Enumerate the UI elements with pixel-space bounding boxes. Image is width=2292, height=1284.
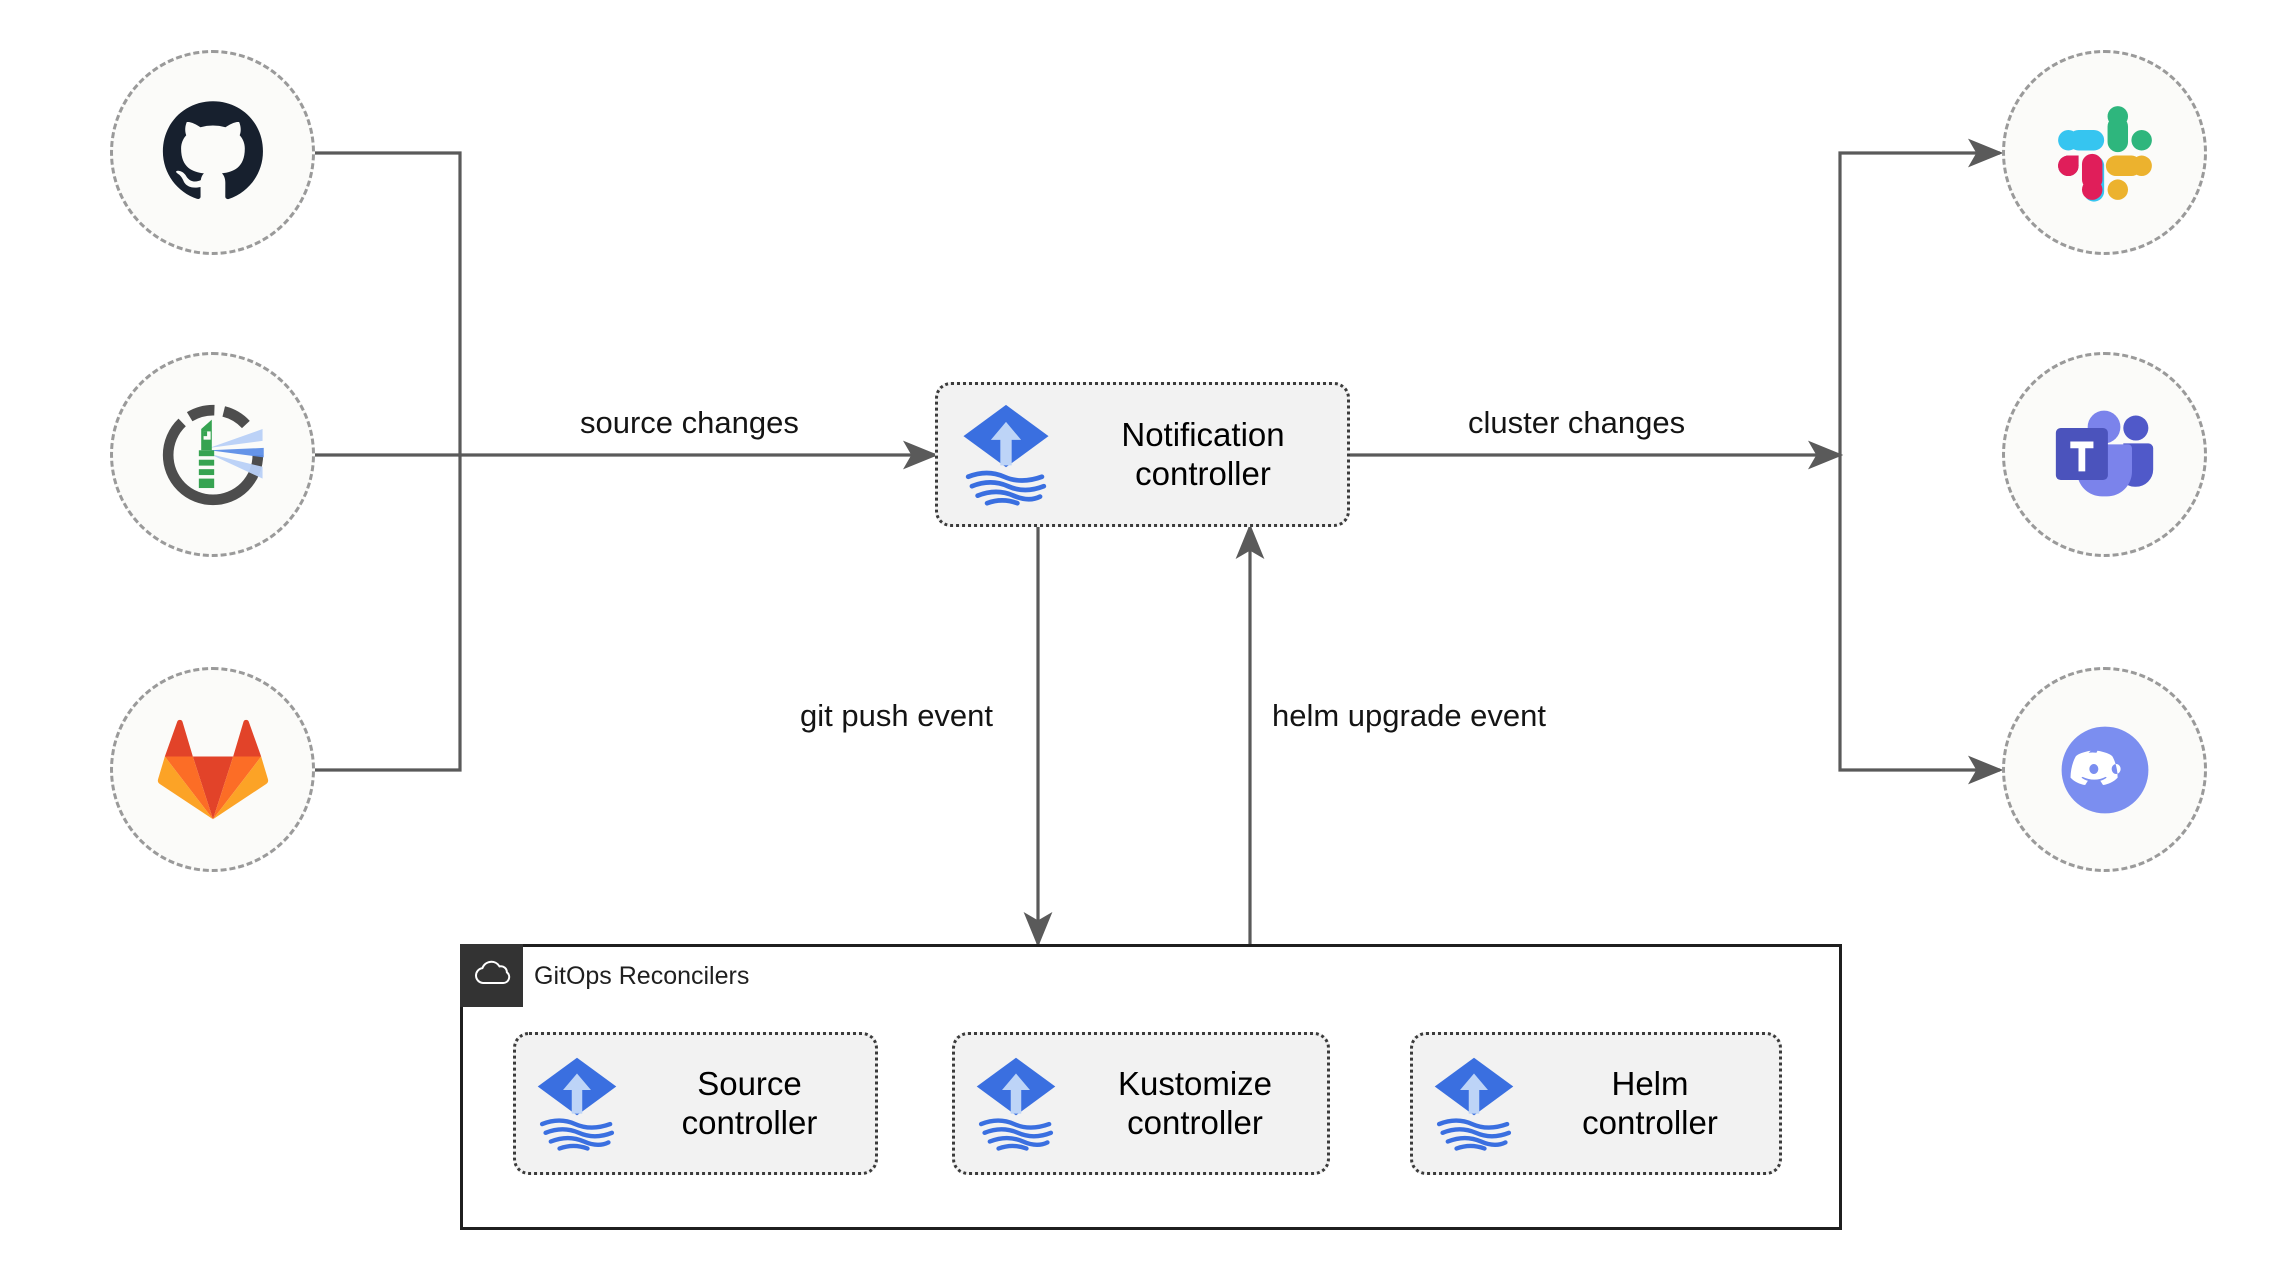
flux-diamond-icon [938,403,1073,507]
helm-controller-label: Helm controller [1582,1064,1718,1141]
source-node-gitlab[interactable] [110,667,315,872]
cloud-icon [472,958,512,993]
flux-diamond-icon [516,1056,638,1152]
edge-label-source-changes: source changes [580,405,799,440]
destination-node-teams[interactable] [2002,352,2207,557]
source-node-flux[interactable] [110,352,315,557]
edge-label-git-push-event: git push event [800,698,994,733]
kustomize-controller-label: Kustomize controller [1117,1064,1273,1141]
edge-gitlab-to-bus [312,455,462,772]
edge-cluster-changes-slack [1838,138,2004,455]
slack-icon [2053,101,2157,205]
msteams-icon [2052,405,2158,505]
source-controller-box[interactable]: Source controller [513,1032,878,1175]
destination-node-slack[interactable] [2002,50,2207,255]
source-node-github[interactable] [110,50,315,255]
helm-controller-box[interactable]: Helm controller [1410,1032,1782,1175]
flux-diamond-icon [1413,1056,1535,1152]
notification-controller-box[interactable]: Notification controller [935,382,1350,527]
destination-node-discord[interactable] [2002,667,2207,872]
gitlab-icon [157,716,269,824]
notification-controller-label: Notification controller [1121,415,1285,492]
edge-label-helm-upgrade-event: helm upgrade event [1272,698,1547,733]
edge-github-to-bus [312,151,462,455]
edge-cluster-changes-discord [1838,455,2004,785]
cloud-icon-badge [460,944,523,1007]
source-controller-label: Source controller [681,1064,818,1141]
flux-diamond-icon [955,1056,1077,1152]
edge-label-cluster-changes: cluster changes [1468,405,1686,440]
gitops-reconcilers-title: GitOps Reconcilers [534,962,750,990]
discord-icon [2043,708,2167,832]
kustomize-controller-box[interactable]: Kustomize controller [952,1032,1330,1175]
github-icon [159,99,267,207]
flux-lighthouse-icon [154,396,272,514]
